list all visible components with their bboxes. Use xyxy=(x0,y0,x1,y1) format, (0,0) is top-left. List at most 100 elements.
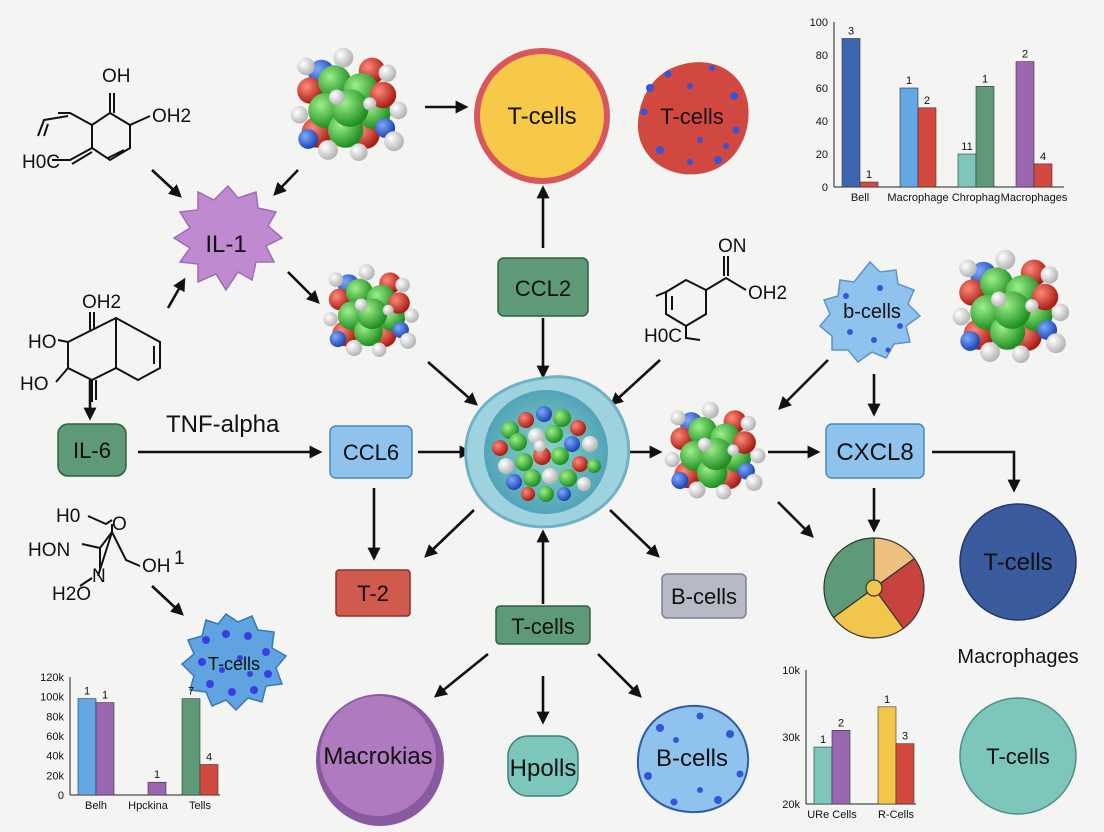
bar-chart-top-right: 02040608010031Bell12Macrophage111Chropha… xyxy=(810,17,1068,204)
mol4-o: O xyxy=(112,514,127,535)
bar-data-label: 1 xyxy=(154,769,160,781)
pie-slice xyxy=(873,557,925,630)
bar xyxy=(975,86,995,188)
bar-data-label: 1 xyxy=(102,690,108,702)
category-label: Tells xyxy=(189,800,212,812)
il6-node[interactable]: IL-6 xyxy=(57,423,127,477)
bar xyxy=(1015,61,1035,188)
il6-label: IL-6 xyxy=(73,438,111,463)
molecule-structure-3: ON OH2 H0C xyxy=(644,236,787,347)
category-label: URe Cells xyxy=(807,809,857,821)
t-cells-red-node[interactable]: T-cells xyxy=(637,62,749,175)
bar-data-label: 2 xyxy=(1022,49,1028,61)
bar xyxy=(841,38,861,188)
ccl2-label: CCL2 xyxy=(515,276,571,301)
bar-data-label: 1 xyxy=(866,169,872,181)
mol4-h0: H0 xyxy=(56,506,80,527)
bar-data-label: 2 xyxy=(838,717,844,729)
bar-data-label: 3 xyxy=(902,731,908,743)
b-cells-grey-label: B-cells xyxy=(671,584,737,609)
bar xyxy=(95,702,115,796)
pie-chart xyxy=(823,537,925,639)
y-tick-label: 20k xyxy=(46,770,64,782)
il1-label: IL-1 xyxy=(205,231,246,258)
y-tick-label: 0 xyxy=(822,182,828,194)
macrokias-label: Macrokias xyxy=(323,743,432,770)
y-tick-label: 0 xyxy=(58,790,64,802)
b-cells-top-node[interactable]: b-cells xyxy=(818,260,922,364)
b-cells-bottom-label: B-cells xyxy=(656,745,728,772)
bar xyxy=(917,107,937,188)
bar xyxy=(859,181,879,188)
tnf-alpha-label: TNF-alpha xyxy=(166,411,280,438)
bar-data-label: 4 xyxy=(1040,151,1046,163)
y-tick-label: 20 xyxy=(816,149,828,161)
t-cells-blob-dots xyxy=(198,630,272,696)
t-cells-blob-node[interactable]: T-cells xyxy=(180,612,288,712)
y-tick-label: 100 xyxy=(810,17,828,29)
b-cells-bottom-dots xyxy=(644,712,744,806)
category-label: R-Cells xyxy=(878,809,915,821)
mol2-ho2: HO xyxy=(20,374,49,395)
y-tick-label: 60 xyxy=(816,83,828,95)
mol4-hon: HON xyxy=(28,540,70,561)
ccl6-label: CCL6 xyxy=(343,440,399,465)
category-label: Hpckina xyxy=(128,800,169,812)
t-cells-yellow-node[interactable]: T-cells xyxy=(474,48,610,184)
red-cell-dots xyxy=(640,65,740,165)
mol3-h0c: H0C xyxy=(644,326,682,347)
bar-data-label: 1 xyxy=(884,694,890,706)
t2-node[interactable]: T-2 xyxy=(335,569,411,617)
b-cells-grey-node[interactable]: B-cells xyxy=(661,573,747,619)
bar-data-label: 1 xyxy=(84,686,90,698)
bar-data-label: 1 xyxy=(982,73,988,85)
bar xyxy=(831,729,851,805)
bar xyxy=(77,698,97,796)
bar-data-label: 2 xyxy=(924,95,930,107)
t-cells-teal-label: T-cells xyxy=(986,744,1050,769)
bar-data-label: 11 xyxy=(961,141,972,153)
t2-label: T-2 xyxy=(357,581,389,606)
mol4-oh: OH xyxy=(142,556,171,577)
ccl6-node[interactable]: CCL6 xyxy=(329,425,413,479)
t-cells-green-node[interactable]: T-cells xyxy=(495,605,591,645)
bar xyxy=(181,698,201,796)
category-label: Macrophages xyxy=(1001,192,1068,204)
bar xyxy=(899,87,919,188)
t-cells-teal-node[interactable]: T-cells xyxy=(959,697,1077,815)
molecule-structure-4: H0 O HON N OH 1 H2O xyxy=(28,506,185,605)
bar xyxy=(199,764,219,796)
pie-slice xyxy=(832,587,905,639)
ccl2-node[interactable]: CCL2 xyxy=(497,257,589,317)
t-cells-yellow-label: T-cells xyxy=(507,103,576,130)
y-tick-label: 40 xyxy=(816,116,828,128)
pie-center xyxy=(865,579,883,597)
molecule-model-4 xyxy=(664,401,766,500)
mol2-ho1: HO xyxy=(28,332,57,353)
bar-data-label: 4 xyxy=(206,752,212,764)
mol4-n: N xyxy=(92,566,106,587)
b-cells-bottom-node[interactable]: B-cells xyxy=(636,704,750,814)
hpolls-node[interactable]: Hpolls xyxy=(507,735,579,797)
mol3-oh2: OH2 xyxy=(748,283,787,304)
bar xyxy=(957,153,977,188)
y-tick-label: 20k xyxy=(782,799,800,811)
molecule-model-3 xyxy=(952,249,1070,363)
category-label: Bell xyxy=(851,192,869,204)
bar-data-label: 7 xyxy=(188,686,194,698)
y-tick-label: 60k xyxy=(46,731,64,743)
mol1-oh2: OH2 xyxy=(152,106,191,127)
cxcl8-node[interactable]: CXCL8 xyxy=(825,423,925,479)
mol1-oh: OH xyxy=(102,66,131,87)
mol3-on: ON xyxy=(718,236,747,257)
t-cells-navy-node[interactable]: T-cells xyxy=(959,503,1077,621)
y-tick-label: 30k xyxy=(782,732,800,744)
b-cells-top-dots xyxy=(843,285,903,353)
t-cells-red-label: T-cells xyxy=(660,104,724,129)
il1-node[interactable]: IL-1 xyxy=(172,184,284,292)
macrokias-node[interactable]: Macrokias xyxy=(316,694,444,826)
hpolls-label: Hpolls xyxy=(510,755,577,782)
